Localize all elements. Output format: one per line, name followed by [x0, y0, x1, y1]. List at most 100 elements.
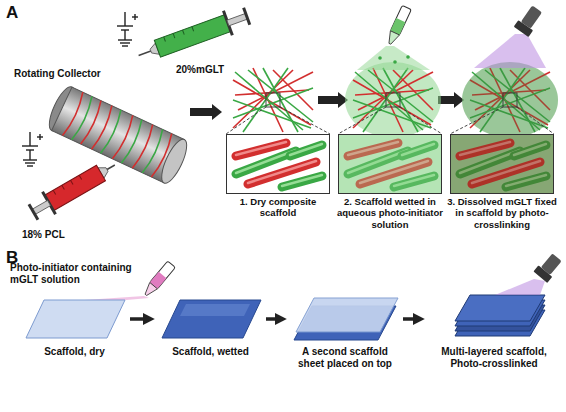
rotating-collector [157, 136, 192, 186]
pipette [378, 56, 382, 60]
stage-sheet: Scaffold, dry [22, 298, 127, 358]
pipette [150, 261, 176, 289]
step-arrow [190, 104, 222, 120]
uv-lamp [474, 4, 546, 68]
syringe-green [227, 13, 248, 25]
pipette [390, 5, 411, 35]
rotating-collector [63, 92, 86, 137]
power-symbol [122, 45, 128, 46]
power-symbol [22, 132, 43, 166]
power-symbol [117, 25, 133, 26]
zoom-lines [338, 107, 386, 134]
rotating-collector [132, 125, 155, 170]
step-arrow [438, 92, 464, 108]
inset-fibers [450, 134, 554, 194]
pipette [385, 31, 399, 46]
rotating-collector [92, 106, 115, 151]
inset-fibers [338, 134, 442, 194]
uv-lamp [474, 34, 546, 68]
pipette [393, 60, 397, 64]
zoom-lines [266, 93, 280, 107]
caption: 2. Scaffold wetted in aqueous photo-init… [335, 196, 445, 230]
scaffold-sheet [180, 304, 250, 316]
power-symbol [117, 12, 138, 46]
fiber-mesh [233, 68, 313, 132]
power-symbol [134, 14, 135, 20]
rotating-collector [142, 129, 165, 174]
syringe-red [107, 165, 115, 170]
pipette [385, 5, 411, 45]
caption: Multi-layered scaffold, Photo-crosslinke… [428, 346, 560, 370]
stage-sheet: Scaffold, wetted [158, 298, 263, 358]
scaffold-sheet [296, 298, 398, 332]
pipette [142, 261, 175, 298]
syringe-red [79, 175, 82, 179]
rotating-collector [63, 92, 175, 178]
inset-fibers [338, 134, 442, 194]
scaffold-sheet [294, 298, 398, 340]
rotating-collector [112, 115, 135, 160]
inset-fibers [236, 142, 322, 187]
syringe-red [71, 180, 74, 184]
inset-fibers [226, 134, 330, 194]
wetted-mesh [345, 62, 441, 138]
uv-lamp [514, 20, 533, 37]
uv-lamp [533, 251, 564, 282]
caption: 3. Dissolved mGLT fixed in scaffold by p… [447, 196, 557, 230]
zoom-lines [517, 107, 554, 134]
scaffold-sheet [162, 300, 261, 338]
rotating-collector [121, 120, 144, 165]
inset-fibers [450, 134, 554, 194]
syringe-green [154, 15, 231, 58]
inset-fibers [226, 134, 330, 194]
rotating-collector [72, 96, 95, 141]
scaffold-sheet [162, 300, 261, 338]
stage-sheet: A second scaffold sheet placed on top [290, 298, 400, 370]
syringe-green [244, 8, 250, 25]
uv-lamp [495, 279, 545, 295]
pipette [142, 282, 157, 298]
scaffold-sheet [26, 300, 125, 338]
zoom-lines [226, 107, 266, 134]
inset-box: 2. Scaffold wetted in aqueous photo-init… [338, 134, 442, 194]
rotating-collector [44, 84, 191, 187]
syringe-green [183, 30, 185, 35]
syringe-green [134, 4, 251, 68]
power-symbol [29, 132, 30, 146]
uv-lamp [495, 251, 564, 295]
crosslinked-mesh [462, 62, 558, 138]
wetted-mesh [353, 68, 433, 132]
material-label: 18% PCL [22, 229, 65, 241]
power-symbol [124, 12, 125, 26]
power-symbol [22, 145, 38, 146]
step-arrow [318, 92, 348, 108]
crosslinked-mesh [462, 62, 558, 138]
pipette [357, 46, 430, 70]
scaffold-stack [455, 295, 545, 336]
zoom-lines [226, 107, 554, 134]
power-symbol [27, 165, 33, 166]
syringe-red [53, 190, 56, 194]
scaffold-stack [455, 295, 545, 321]
power-symbol [23, 159, 37, 160]
zoom-lines [400, 107, 442, 134]
pipette [406, 55, 410, 59]
syringe-red [27, 154, 121, 224]
process-arrow [266, 317, 282, 321]
process-arrow [130, 317, 150, 321]
fiber-mesh [233, 68, 313, 132]
inset-box: 3. Dissolved mGLT fixed in scaffold by p… [450, 134, 554, 194]
zoom-lines [386, 93, 400, 107]
zoom-lines [450, 107, 503, 134]
scaffold-sheet [26, 300, 125, 338]
power-symbol [25, 162, 35, 163]
panel-label: A [6, 3, 18, 23]
material-label: 20%mGLT [176, 64, 224, 76]
syringe-green [164, 37, 166, 42]
material-label: Photo-initiator containing mGLT solution [10, 262, 150, 285]
power-symbol [39, 134, 40, 140]
caption: A second scaffold sheet placed on top [290, 346, 400, 370]
power-symbol [120, 42, 130, 43]
syringe-green [139, 51, 151, 55]
